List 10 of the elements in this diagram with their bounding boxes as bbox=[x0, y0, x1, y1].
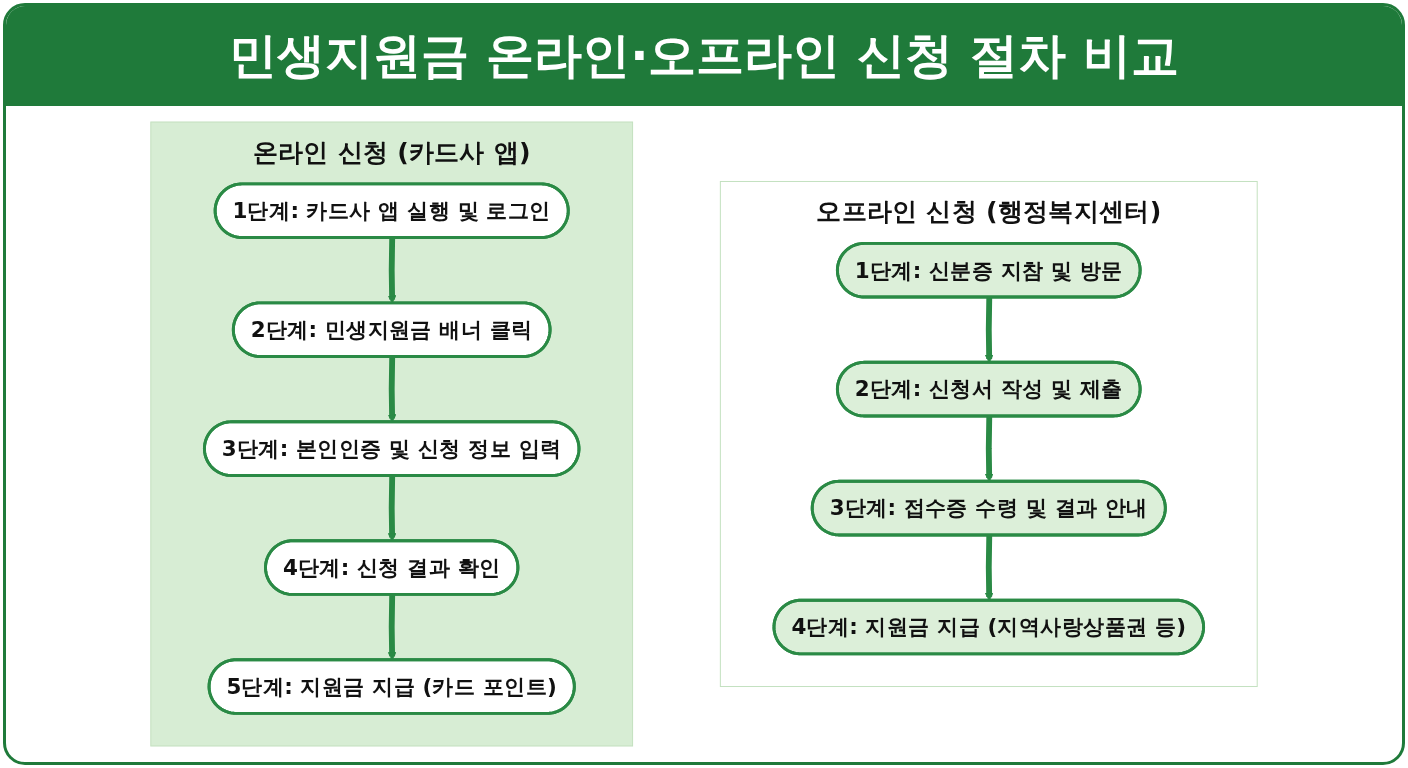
step-pill: 2단계: 신청서 작성 및 제출 bbox=[835, 360, 1142, 418]
step-pill: 1단계: 카드사 앱 실행 및 로그인 bbox=[213, 182, 570, 239]
step-pill: 3단계: 본인인증 및 신청 정보 입력 bbox=[202, 420, 581, 477]
step-pill: 2단계: 민생지원금 배너 클릭 bbox=[231, 301, 552, 358]
step-pill: 4단계: 신청 결과 확인 bbox=[264, 539, 520, 596]
step-pill: 4단계: 지원금 지급 (지역사랑상품권 등) bbox=[772, 598, 1206, 656]
title: 민생지원금 온라인·오프라인 신청 절차 비교 bbox=[229, 26, 1179, 85]
step-pill: 1단계: 신분증 지참 및 방문 bbox=[835, 241, 1142, 299]
step-pill: 3단계: 접수증 수령 및 결과 안내 bbox=[810, 479, 1167, 537]
step-pill: 5단계: 지원금 지급 (카드 포인트) bbox=[207, 658, 576, 715]
